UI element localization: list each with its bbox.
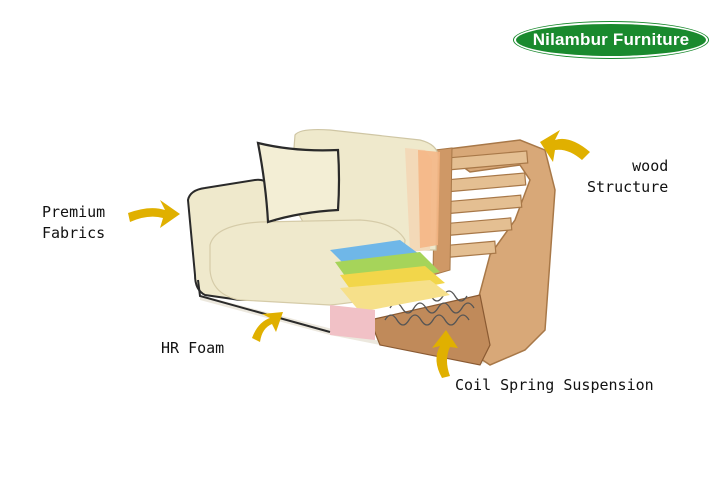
- callout-fabrics-line1: Premium: [42, 203, 106, 221]
- wood-base-rail: [369, 294, 491, 366]
- arrow-fabrics-icon: [128, 200, 180, 228]
- arrow-wood-icon: [540, 130, 590, 162]
- callout-fabrics-line2: Fabrics: [42, 224, 106, 242]
- callout-arrows: [128, 130, 590, 378]
- wood-slats: [439, 150, 529, 259]
- callout-wood-line2: Structure: [587, 178, 669, 196]
- callout-hr-foam: HR Foam: [161, 338, 224, 359]
- callout-wood-structure: wood Structure: [587, 156, 668, 198]
- callout-foam-text: HR Foam: [161, 339, 225, 357]
- callout-coil-text: Coil Spring Suspension: [455, 376, 654, 394]
- arrow-coil-icon: [432, 330, 458, 378]
- brand-name: Nilambur Furniture: [532, 30, 690, 49]
- arrow-foam-icon: [252, 312, 283, 342]
- brand-logo-badge: Nilambur Furniture: [514, 22, 708, 58]
- callout-coil-spring: Coil Spring Suspension: [455, 375, 654, 396]
- callout-wood-line1: wood: [632, 157, 669, 175]
- callout-premium-fabrics: Premium Fabrics: [42, 202, 105, 244]
- foam-layers: [330, 240, 450, 340]
- throw-pillow: [256, 141, 341, 224]
